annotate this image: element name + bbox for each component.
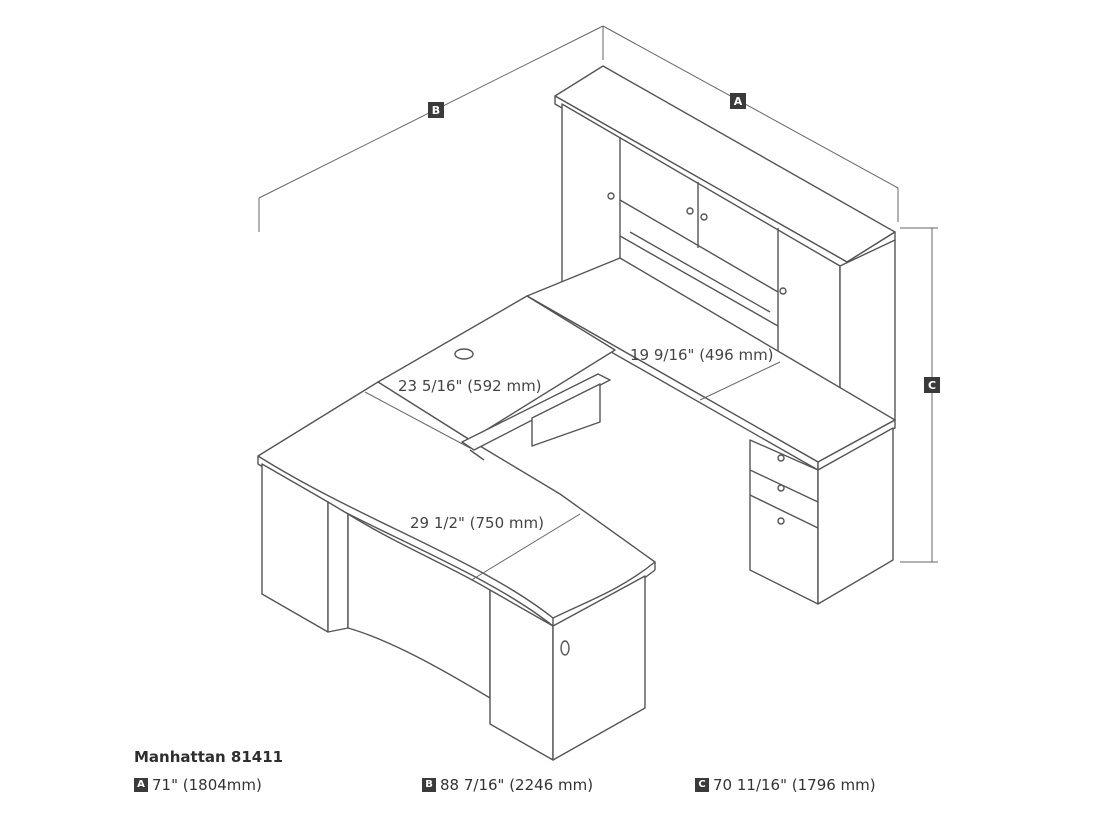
badge-c: C xyxy=(924,377,940,393)
badge-a: A xyxy=(730,93,746,109)
legend-text-b: 88 7/16" (2246 mm) xyxy=(440,776,594,794)
legend-item-b: B 88 7/16" (2246 mm) xyxy=(422,776,593,794)
legend-badge-c: C xyxy=(695,778,709,792)
svg-text:A: A xyxy=(734,95,743,108)
svg-text:C: C xyxy=(928,379,936,392)
dimension-label-hutch-depth: 19 9/16" (496 mm) xyxy=(630,346,774,364)
right-pedestal xyxy=(489,575,646,761)
dimension-label-desk-depth: 29 1/2" (750 mm) xyxy=(410,514,544,532)
badge-b: B xyxy=(428,102,444,118)
dimension-line-b xyxy=(258,25,604,232)
legend-badge-b: B xyxy=(422,778,436,792)
legend-text-c: 70 11/16" (1796 mm) xyxy=(713,776,876,794)
product-title: Manhattan 81411 xyxy=(134,748,284,766)
svg-text:B: B xyxy=(432,104,440,117)
desk-top xyxy=(257,257,896,627)
left-pedestal xyxy=(261,463,349,633)
legend-text-a: 71" (1804mm) xyxy=(152,776,262,794)
legend-item-c: C 70 11/16" (1796 mm) xyxy=(695,776,876,794)
keyboard-tray xyxy=(461,373,611,461)
legend-item-a: A 71" (1804mm) xyxy=(134,776,262,794)
dimension-label-bridge-depth: 23 5/16" (592 mm) xyxy=(398,377,542,395)
legend-badge-a: A xyxy=(134,778,148,792)
dimension-line-c xyxy=(900,227,938,563)
file-pedestal xyxy=(749,427,894,605)
dimension-line-a xyxy=(602,25,899,222)
